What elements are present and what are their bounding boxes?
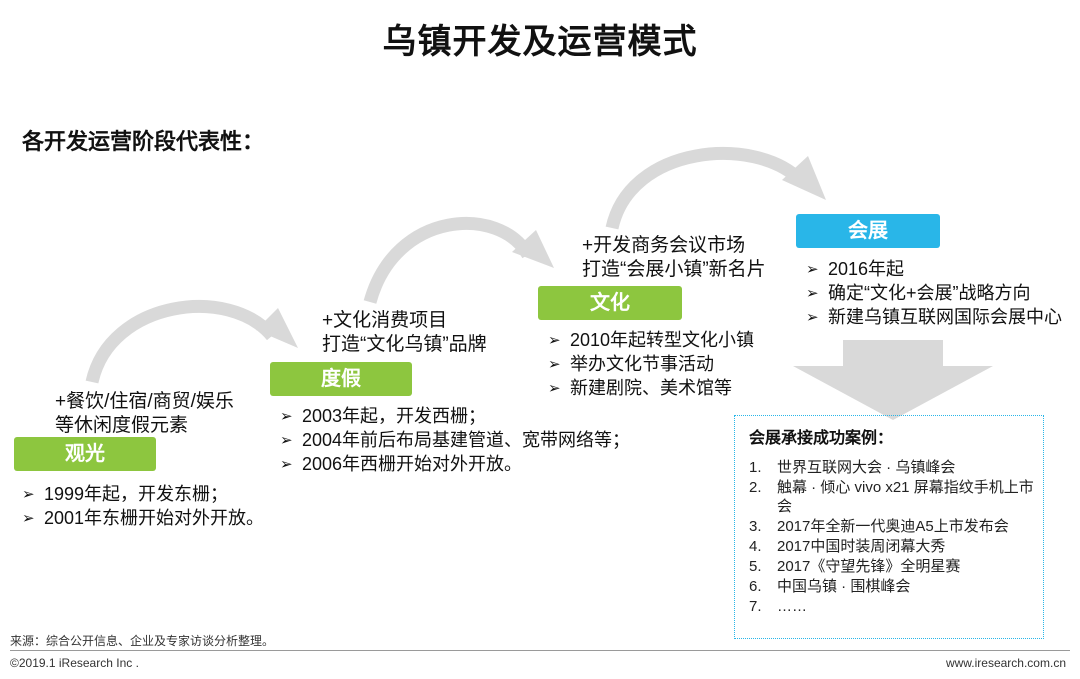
case-number: 3. <box>749 518 762 535</box>
stage-1-blurb-line-2: 等休闲度假元素 <box>55 415 189 436</box>
arrowhead-3 <box>782 156 826 200</box>
stage-4-bullet: 确定“文化+会展”战略方向 <box>806 281 1062 305</box>
source-note: 来源：综合公开信息、企业及专家访谈分析整理。 <box>10 634 275 648</box>
case-item: 3. 2017年全新一代奥迪A5上市发布会 <box>749 517 1039 536</box>
stage-3-bullet: 2010年起转型文化小镇 <box>548 328 754 352</box>
curved-arrow-2 <box>363 216 534 304</box>
page-title: 乌镇开发及运营模式 <box>382 23 698 61</box>
stage-3-bullets: 2010年起转型文化小镇 举办文化节事活动 新建剧院、美术馆等 <box>548 328 754 400</box>
stage-2-bullets: 2003年起，开发西栅； 2004年前后布局基建管道、宽带网络等； 2006年西… <box>280 404 630 476</box>
down-arrow <box>793 340 993 420</box>
case-number: 7. <box>749 598 762 615</box>
case-text: 触幕 · 倾心 vivo x21 屏幕指纹手机上市会 <box>777 479 1034 515</box>
case-item: 1. 世界互联网大会 · 乌镇峰会 <box>749 458 1039 477</box>
arrowhead-2 <box>512 230 554 268</box>
stage-1-bullet: 1999年起，开发东栅； <box>22 482 264 506</box>
case-item: 2. 触幕 · 倾心 vivo x21 屏幕指纹手机上市会 <box>749 478 1039 516</box>
case-number: 5. <box>749 558 762 575</box>
stage-1-blurb: +餐饮/住宿/商贸/娱乐 等休闲度假元素 <box>55 390 234 438</box>
stage-1-bullets: 1999年起，开发东栅； 2001年东栅开始对外开放。 <box>22 482 264 530</box>
curved-arrow-3 <box>605 147 805 230</box>
stage-2-bullet: 2006年西栅开始对外开放。 <box>280 452 630 476</box>
stage-3-blurb-line-2: 打造“会展小镇”新名片 <box>582 259 766 280</box>
stage-4-bullets: 2016年起 确定“文化+会展”战略方向 新建乌镇互联网国际会展中心 <box>806 257 1062 329</box>
stage-2-blurb-line-2: 打造“文化乌镇”品牌 <box>322 334 487 355</box>
stage-3-bullet: 举办文化节事活动 <box>548 352 754 376</box>
case-text: …… <box>777 598 807 615</box>
section-subtitle: 各开发运营阶段代表性： <box>22 129 265 154</box>
stage-4-bullet: 新建乌镇互联网国际会展中心 <box>806 305 1062 329</box>
stage-label-sightseeing: 观光 <box>14 437 156 471</box>
case-item: 4. 2017中国时装周闭幕大秀 <box>749 537 1039 556</box>
stage-2-blurb-line-1: +文化消费项目 <box>322 310 448 331</box>
footer-divider <box>10 650 1070 651</box>
case-text: 中国乌镇 · 围棋峰会 <box>777 578 911 595</box>
arrowhead-1 <box>256 308 298 348</box>
stage-label-vacation: 度假 <box>270 362 412 396</box>
case-text: 2017年全新一代奥迪A5上市发布会 <box>777 518 1009 535</box>
stage-label-exhibition: 会展 <box>796 214 940 248</box>
stage-1-blurb-line-1: +餐饮/住宿/商贸/娱乐 <box>55 391 234 412</box>
case-number: 6. <box>749 578 762 595</box>
case-text: 世界互联网大会 · 乌镇峰会 <box>777 459 956 476</box>
cases-title: 会展承接成功案例： <box>749 430 894 447</box>
website-link[interactable]: www.iresearch.com.cn <box>945 656 1066 670</box>
case-item: 6. 中国乌镇 · 围棋峰会 <box>749 577 1039 596</box>
curved-arrow-1 <box>85 300 278 384</box>
stage-3-bullet: 新建剧院、美术馆等 <box>548 376 754 400</box>
cases-box: 会展承接成功案例： 1. 世界互联网大会 · 乌镇峰会 2. 触幕 · 倾心 viv… <box>734 415 1044 639</box>
case-number: 4. <box>749 538 762 555</box>
case-item: 5. 2017《守望先锋》全明星赛 <box>749 557 1039 576</box>
stage-2-blurb: +文化消费项目 打造“文化乌镇”品牌 <box>322 309 487 357</box>
cases-list: 1. 世界互联网大会 · 乌镇峰会 2. 触幕 · 倾心 vivo x21 屏幕指纹… <box>749 458 1039 617</box>
case-number: 2. <box>749 479 762 496</box>
stage-2-bullet: 2003年起，开发西栅； <box>280 404 630 428</box>
case-text: 2017中国时装周闭幕大秀 <box>777 538 946 555</box>
stage-label-culture: 文化 <box>538 286 682 320</box>
case-text: 2017《守望先锋》全明星赛 <box>777 558 961 575</box>
stage-1-bullet: 2001年东栅开始对外开放。 <box>22 506 264 530</box>
copyright: ©2019.1 iResearch Inc . <box>10 656 139 670</box>
stage-3-blurb: +开发商务会议市场 打造“会展小镇”新名片 <box>582 234 766 282</box>
case-number: 1. <box>749 459 762 476</box>
stage-4-bullet: 2016年起 <box>806 257 1062 281</box>
case-item: 7. …… <box>749 597 1039 616</box>
stage-3-blurb-line-1: +开发商务会议市场 <box>582 235 746 256</box>
stage-2-bullet: 2004年前后布局基建管道、宽带网络等； <box>280 428 630 452</box>
